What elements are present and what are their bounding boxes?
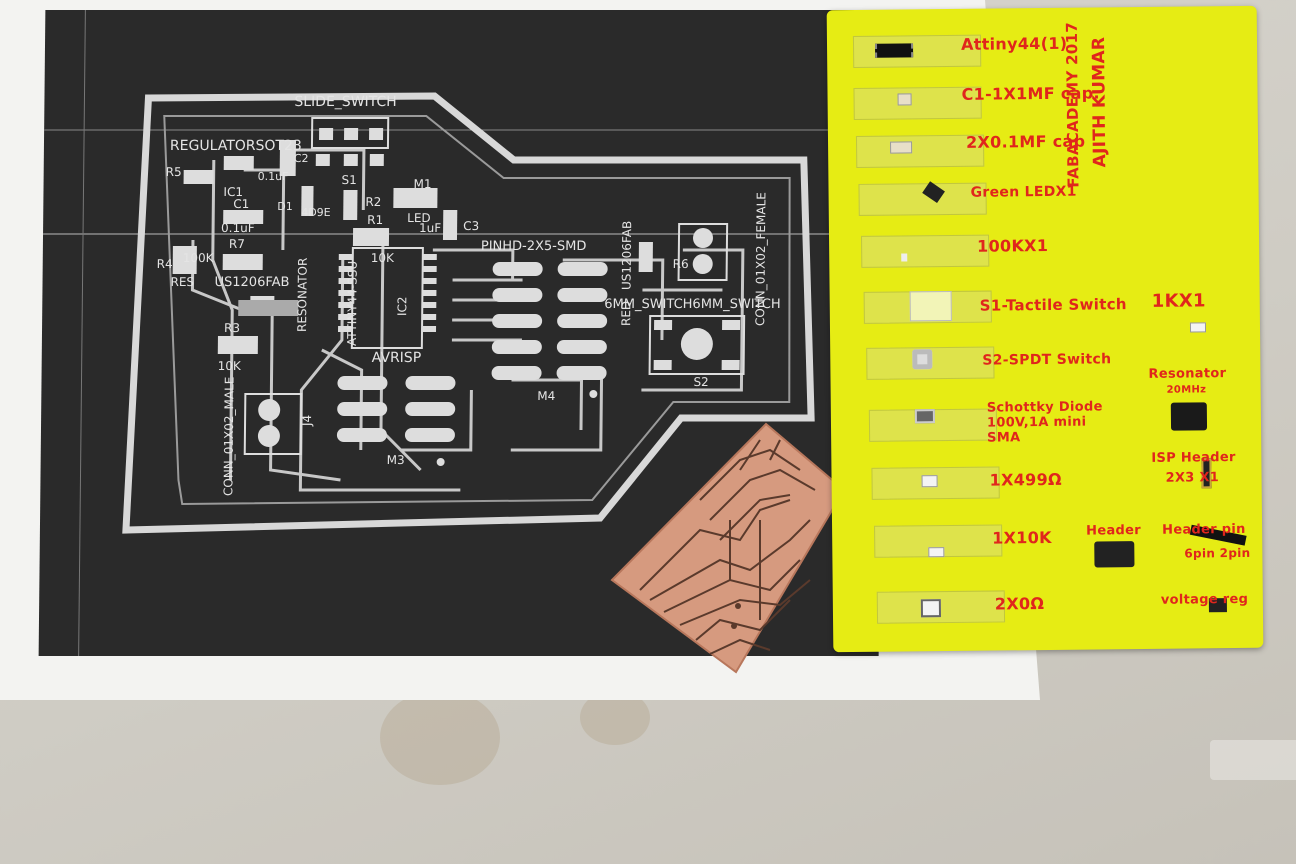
label-conn-female: CONN_01X02_FEMALE — [753, 192, 768, 326]
label-d1: D1 — [277, 200, 293, 213]
label-red: RED — [619, 301, 633, 326]
switch6mm-footprint — [648, 315, 746, 375]
conn-female-footprint — [677, 223, 729, 281]
smd-pads — [172, 140, 653, 354]
copper-board — [610, 422, 846, 674]
attiny-chip-icon — [875, 43, 914, 58]
label-header: Header — [1086, 523, 1142, 539]
header-connector-icon — [1094, 541, 1135, 568]
label-voltage-reg: voltage reg — [1160, 591, 1249, 608]
label-us1206fab: US1206FAB — [214, 275, 289, 290]
resistor-0-icon — [920, 599, 942, 618]
resonator-icon — [1170, 402, 1208, 431]
attiny-footprint — [350, 247, 424, 349]
row-label-100k: 100KX1 — [977, 235, 1049, 256]
pour-outline — [163, 115, 791, 506]
label-ic1: IC1 — [223, 185, 243, 199]
label-regulator: REGULATORSOT23 — [170, 138, 302, 154]
label-r1-value: 10K — [371, 251, 395, 265]
label-switch6mm: 6MM_SWITCH6MM_SWITCH — [604, 297, 781, 312]
resonator-pads — [238, 300, 299, 316]
label-attiny: ATTINY44-SSU — [345, 261, 360, 346]
title-name: AJITH KUMAR — [1088, 36, 1111, 168]
label-r3: R3 — [224, 321, 240, 335]
row-label-s1: S1-Tactile Switch — [979, 295, 1127, 315]
label-isp-count: 2X3 X1 — [1165, 470, 1220, 486]
label-j4: J4 — [300, 415, 314, 427]
label-r2: R2 — [365, 195, 381, 209]
label-m1: M1 — [413, 177, 431, 191]
label-c1: C1 — [233, 197, 249, 211]
label-pinhd: PINHD-2X5-SMD — [481, 239, 587, 254]
label-res: RES — [170, 275, 194, 289]
label-isp-header: ISP Header — [1151, 450, 1236, 466]
component-board: Attiny44(1) C1-1X1MF cap. 2X0.1MF cap Gr… — [826, 5, 1264, 653]
label-s2: S2 — [693, 375, 708, 389]
resistor-1k-icon — [1189, 322, 1207, 333]
label-m3: M3 — [387, 453, 405, 467]
conn-male-footprint — [243, 393, 303, 455]
label-c2: C2 — [294, 152, 309, 165]
label-m4: M4 — [537, 389, 555, 403]
label-led: LED — [407, 211, 431, 225]
row-label-10k: 1X10K — [992, 527, 1052, 548]
row-label-led: Green LEDX1 — [970, 183, 1077, 201]
table-stain — [380, 690, 500, 785]
label-c3: C3 — [463, 219, 479, 233]
capacitor-icon — [897, 93, 912, 106]
label-1k: 1KX1 — [1151, 290, 1206, 312]
tactile-switch-icon — [909, 290, 952, 322]
label-slide-switch: SLIDE_SWITCH — [294, 94, 397, 110]
component-slot — [861, 234, 990, 268]
label-r4: R4 — [157, 257, 173, 271]
slide-switch-icon — [912, 349, 933, 370]
pcb-layout-print: SLIDE_SWITCH REGULATORSOT23 IC1 R5 C1 0.… — [38, 10, 886, 656]
row-label-0ohm: 2X0Ω — [994, 594, 1045, 614]
label-s1: S1 — [342, 173, 357, 187]
label-c2-value: 0.1uF — [258, 170, 289, 183]
label-resonator-value: 20MHz — [1166, 384, 1207, 396]
row-label-attiny: Attiny44(1) — [960, 33, 1068, 54]
label-resonator: Resonator — [1148, 366, 1227, 382]
label-header-pin: Header pin — [1162, 521, 1246, 538]
row-label-diode: Schottky Diode 100V,1A mini SMA — [986, 399, 1103, 446]
pinhd-pads — [491, 262, 608, 380]
label-six-pin: 6pin 2pin — [1184, 545, 1251, 561]
slide-switch-footprint — [310, 117, 390, 149]
label-ic2: IC2 — [395, 296, 409, 316]
resistor-icon — [901, 253, 908, 262]
label-r6: R6 — [673, 257, 689, 271]
label-r4-value: 100K — [183, 251, 215, 265]
milled-traces — [639, 439, 816, 655]
capacitor-pair-icon — [890, 141, 913, 154]
label-r7: R7 — [229, 237, 245, 251]
label-r1: R1 — [367, 213, 383, 227]
label-c3-value: 1uF — [419, 221, 441, 235]
board-outline — [122, 92, 815, 534]
avrisp-pads — [336, 376, 456, 442]
row-label-s2: S2-SPDT Switch — [982, 351, 1112, 369]
diode-icon — [914, 409, 935, 424]
label-c1-value: 0.1uF — [221, 221, 255, 235]
label-us1206fab-r6: US1206FAB — [619, 221, 634, 290]
table-stain — [1210, 740, 1296, 780]
guide-line — [78, 10, 86, 656]
title-fabacademy: FABACADEMY 2017 — [1062, 21, 1083, 188]
label-avrisp: AVRISP — [372, 350, 422, 366]
resistor-499-icon — [921, 475, 938, 488]
component-slot — [858, 182, 987, 216]
label-r3-value: 10K — [218, 359, 242, 373]
label-conn-male: CONN_01X02_MALE — [221, 377, 236, 496]
label-resonator: RESONATOR — [295, 258, 310, 332]
row-label-499: 1X499Ω — [989, 469, 1062, 490]
label-diode-value: 4D9E — [301, 206, 331, 219]
label-r5: R5 — [166, 165, 182, 179]
pcb-layout-svg: SLIDE_SWITCH REGULATORSOT23 IC1 R5 C1 0.… — [43, 10, 885, 656]
resistor-10k-icon — [928, 547, 945, 558]
